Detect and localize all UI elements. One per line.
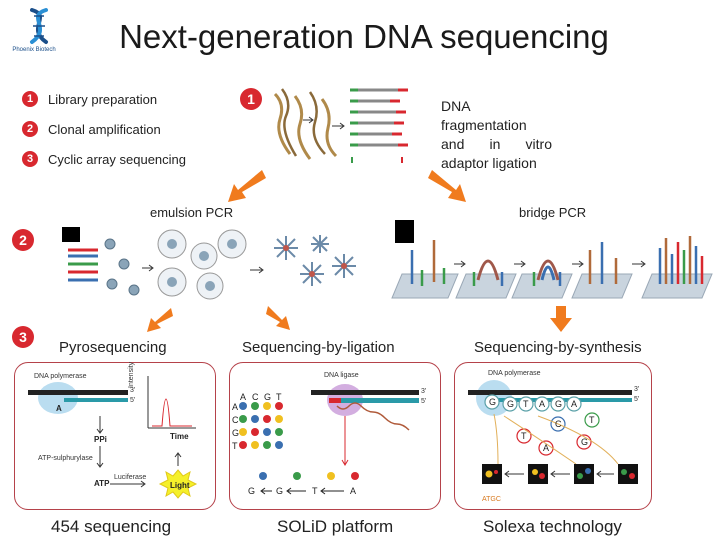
sequencing-by-ligation-label: Sequencing-by-ligation [242, 339, 395, 356]
pyro-enzyme-label: DNA polymerase [34, 373, 87, 380]
legend-badge-3: 3 [22, 151, 38, 167]
synthesis-template-base: T [523, 399, 529, 409]
synthesis-template-base: A [539, 399, 546, 409]
ligation-base-side: T [232, 441, 238, 451]
tech-solexa-label: Solexa technology [483, 517, 622, 536]
synthesis-template-base: A [571, 399, 578, 409]
emulsion-pcr-diagram [68, 229, 356, 300]
fragmentation-label: DNA fragmentation and in vitro adaptor l… [441, 98, 552, 171]
arrow-icon [266, 306, 290, 330]
dna-strands-icon [273, 88, 338, 160]
emulsion-pcr-label: emulsion PCR [150, 205, 234, 220]
pyro-atp-label: ATP [94, 479, 110, 488]
synthesis-free-base: T [589, 415, 595, 425]
arrow-icon [332, 122, 345, 130]
pyro-5prime-label: 5' [130, 397, 136, 404]
pyro-time-label: Time [170, 432, 189, 441]
logo-icon [30, 8, 48, 44]
synthesis-free-base: T [521, 431, 527, 441]
synthesis-free-base: C [555, 419, 562, 429]
ligation-read-base: G [248, 486, 256, 496]
arrow-icon [147, 308, 173, 332]
ligation-base-side: A [232, 402, 239, 412]
step-badge-3: 3 [12, 326, 34, 348]
arrow-icon [550, 306, 572, 332]
ligation-base-top: G [264, 392, 272, 402]
logo-name: Phoenix Biotech [12, 47, 56, 53]
bridge-pcr-label: bridge PCR [519, 205, 587, 220]
pyro-3prime-label: 3' [130, 387, 136, 394]
pyro-luciferase-label: Luciferase [114, 474, 147, 481]
legend-label-2: Clonal amplification [48, 122, 161, 137]
synthesis-footer-label: ATGC [482, 496, 501, 503]
ligation-base-side: C [232, 415, 239, 425]
ligation-read-arrows [260, 487, 344, 495]
legend-label-3: Cyclic array sequencing [48, 152, 187, 167]
legend-badge-1: 1 [22, 91, 38, 107]
pyro-base-label: A [56, 404, 62, 413]
ligation-base-top: A [240, 392, 247, 402]
ligation-base-side: G [232, 428, 240, 438]
arrow-icon [303, 116, 314, 124]
ligation-base-top: C [252, 392, 259, 402]
ligation-3prime-label: 3' [421, 388, 427, 395]
pyro-ppi-label: PPi [94, 435, 107, 444]
adaptor-fragments-icon [350, 88, 408, 163]
ligation-base-top: T [276, 392, 282, 402]
synthesis-free-base: G [581, 437, 589, 447]
legend-badge-2: 2 [22, 121, 38, 137]
synthesis-template-base: G [489, 397, 497, 407]
sequencing-by-synthesis-label: Sequencing-by-synthesis [474, 339, 642, 356]
panel-marker [395, 220, 414, 243]
arrow-icon [428, 170, 466, 202]
tech-solid-label: SOLiD platform [277, 517, 394, 536]
pyro-sulphurylase-label: ATP-sulphurylase [38, 455, 93, 462]
ligation-read-base: A [350, 486, 357, 496]
step-badge-2: 2 [12, 229, 34, 251]
step-badge-1: 1 [240, 88, 262, 110]
ligation-panel [229, 362, 441, 510]
synthesis-3prime-label: 3' [634, 386, 640, 393]
pyro-diagram [28, 376, 198, 499]
legend-label-1: Library preparation [48, 92, 158, 107]
synthesis-diagram [468, 380, 638, 484]
ligation-enzyme-label: DNA ligase [324, 372, 359, 379]
synthesis-free-base: A [543, 443, 550, 453]
tech-454-label: 454 sequencing [51, 517, 172, 536]
synthesis-enzyme-label: DNA polymerase [488, 370, 541, 377]
ligation-read-base: T [312, 486, 318, 496]
pyro-intensity-label: Intensity [128, 361, 135, 388]
pyro-light-label: Light [170, 481, 190, 490]
arrow-icon [228, 170, 266, 202]
ligation-5prime-label: 5' [421, 398, 427, 405]
panel-marker [62, 227, 80, 242]
ligation-read-base: G [276, 486, 284, 496]
bridge-pcr-diagram [391, 236, 713, 299]
page-title: Next-generation DNA sequencing [119, 18, 609, 55]
synthesis-template-base: G [555, 399, 563, 409]
synthesis-5prime-label: 5' [634, 396, 640, 403]
pyrosequencing-label: Pyrosequencing [59, 339, 167, 356]
synthesis-template-base: G [507, 399, 515, 409]
ligation-diagram [239, 384, 419, 480]
